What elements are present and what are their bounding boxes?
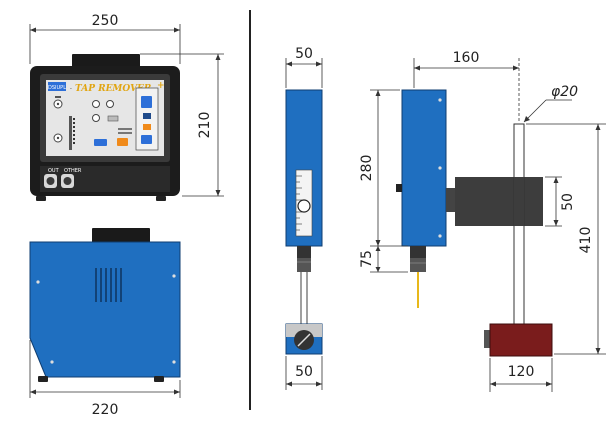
controller-handle xyxy=(72,54,140,68)
panel-logo-small: DSIUPL xyxy=(48,85,66,91)
dim-head-top-width: 50 xyxy=(295,46,313,62)
controller-side-view: 220 xyxy=(29,228,181,418)
assembly-collet-lower xyxy=(410,258,426,272)
dim-160: 160 xyxy=(453,50,480,66)
side-handle xyxy=(92,228,150,244)
side-screw-4 xyxy=(172,360,176,364)
blue-button[interactable] xyxy=(94,139,107,146)
head-collet-lower xyxy=(297,258,311,272)
dim-phi20: φ20 xyxy=(551,84,578,100)
head-scale-ticks xyxy=(296,175,302,231)
side-screw-3 xyxy=(50,360,54,364)
dim-410: 410 xyxy=(578,227,594,254)
panel-logo-main: TAP REMOVER xyxy=(75,84,152,94)
right-module-port-1 xyxy=(143,113,151,119)
assembly-column-clamp-overlay xyxy=(514,177,524,226)
dim-210: 210 xyxy=(197,112,213,139)
head-collet-upper xyxy=(297,246,311,258)
dim-220: 220 xyxy=(92,402,119,418)
right-module-port-2 xyxy=(143,124,151,130)
left-knob-bottom-center xyxy=(56,136,60,140)
assembly-screw-2 xyxy=(438,166,442,170)
dim-clamp-height: 50 xyxy=(560,193,576,211)
assembly-head-side-tab xyxy=(396,184,402,192)
controller-lower-band xyxy=(40,166,170,192)
dim-280: 280 xyxy=(359,155,375,182)
assembly-side-view: 160 φ20 280 75 50 410 120 xyxy=(359,50,606,392)
assembly-collet-upper xyxy=(410,246,426,258)
dim-250: 250 xyxy=(92,13,119,29)
center-knob-3[interactable] xyxy=(92,114,100,122)
right-module-display-2 xyxy=(141,135,152,144)
port-out-hole xyxy=(46,177,55,185)
port-other-label: OTHER xyxy=(64,168,82,174)
right-module-display xyxy=(141,96,152,108)
side-screw-1 xyxy=(36,280,40,284)
magnetic-base-dial-pointer xyxy=(297,333,311,347)
panel-dash: - xyxy=(70,86,72,92)
side-housing xyxy=(29,241,181,378)
controller-front-view: DSIUPL - TAP REMOVER + xyxy=(29,13,224,201)
side-foot-left xyxy=(38,376,48,382)
dim-clamp-arrows xyxy=(553,177,559,226)
level-meter xyxy=(69,116,75,150)
dim-head-bottom-width: 50 xyxy=(295,364,313,380)
port-other-hole xyxy=(63,177,72,185)
panel-legend-line-1 xyxy=(118,128,132,130)
center-knob-2[interactable] xyxy=(106,100,114,108)
orange-button[interactable] xyxy=(117,138,128,146)
head-scale-knob[interactable] xyxy=(297,199,311,213)
left-knob-top-center xyxy=(56,102,60,106)
dim-120: 120 xyxy=(508,364,535,380)
assembly-clamp-block xyxy=(455,177,543,226)
center-switch[interactable] xyxy=(107,115,119,122)
assembly-screw-1 xyxy=(438,98,442,102)
side-foot-right xyxy=(154,376,164,382)
dim-75: 75 xyxy=(359,250,375,268)
assembly-base xyxy=(489,323,553,357)
panel-logo-badge xyxy=(48,82,66,91)
front-foot-left xyxy=(36,196,46,201)
side-screw-2 xyxy=(172,274,176,278)
front-foot-right xyxy=(156,196,166,201)
left-indicator xyxy=(55,96,61,98)
side-vent xyxy=(95,268,122,302)
assembly-base-handle xyxy=(484,330,490,348)
head-front-view: 50 50 xyxy=(285,46,323,390)
center-knob-1[interactable] xyxy=(92,100,100,108)
panel-logo-plus: + xyxy=(157,81,165,91)
port-out-label: OUT xyxy=(48,168,60,174)
assembly-screw-3 xyxy=(438,234,442,238)
assembly-arm-joint xyxy=(446,188,456,212)
dim-phi20-arrow xyxy=(524,116,530,122)
panel-legend-line-2 xyxy=(118,132,132,134)
